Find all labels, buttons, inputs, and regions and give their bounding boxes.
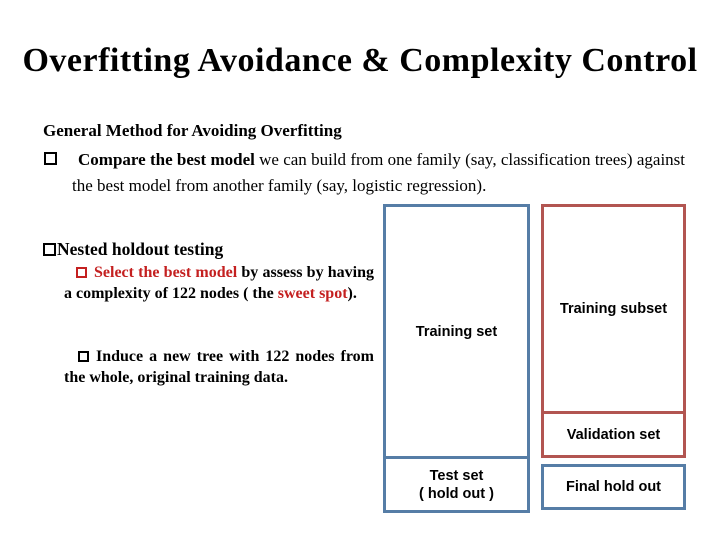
square-bullet-icon xyxy=(44,152,57,165)
bullet-select-text: Select the best model by assess by havin… xyxy=(64,264,374,302)
training-set-box: Training set xyxy=(383,204,530,459)
test-set-box: Test set ( hold out ) xyxy=(383,456,530,513)
bullet-select-paragraph: Select the best model by assess by havin… xyxy=(64,262,374,304)
section-heading: General Method for Avoiding Overfitting xyxy=(43,121,342,140)
bullet-compare-paragraph: Compare the best model we can build from… xyxy=(72,147,685,199)
training-set-label: Training set xyxy=(415,323,498,340)
final-hold-out-box: Final hold out xyxy=(541,464,686,510)
validation-set-label: Validation set xyxy=(566,426,661,443)
validation-set-box: Validation set xyxy=(541,411,686,458)
square-bullet-icon-red xyxy=(76,267,87,278)
training-subset-box: Training subset xyxy=(541,204,686,414)
test-set-label-line1: Test set xyxy=(429,467,484,484)
bullet-induce-paragraph: Induce a new tree with 122 nodes from th… xyxy=(64,346,374,388)
bullet-induce-text: Induce a new tree with 122 nodes from th… xyxy=(64,348,374,386)
slide-title: Overfitting Avoidance & Complexity Contr… xyxy=(22,42,698,79)
final-hold-out-label: Final hold out xyxy=(565,479,662,495)
nested-holdout-heading-text: Nested holdout testing xyxy=(57,239,224,259)
training-subset-label: Training subset xyxy=(559,301,668,317)
nested-holdout-heading: Nested holdout testing xyxy=(43,239,223,260)
bullet-compare-text: Compare the best model we can build from… xyxy=(72,150,686,195)
test-set-label-line2: ( hold out ) xyxy=(419,485,494,502)
square-bullet-icon xyxy=(43,243,56,256)
square-bullet-icon xyxy=(78,351,89,362)
